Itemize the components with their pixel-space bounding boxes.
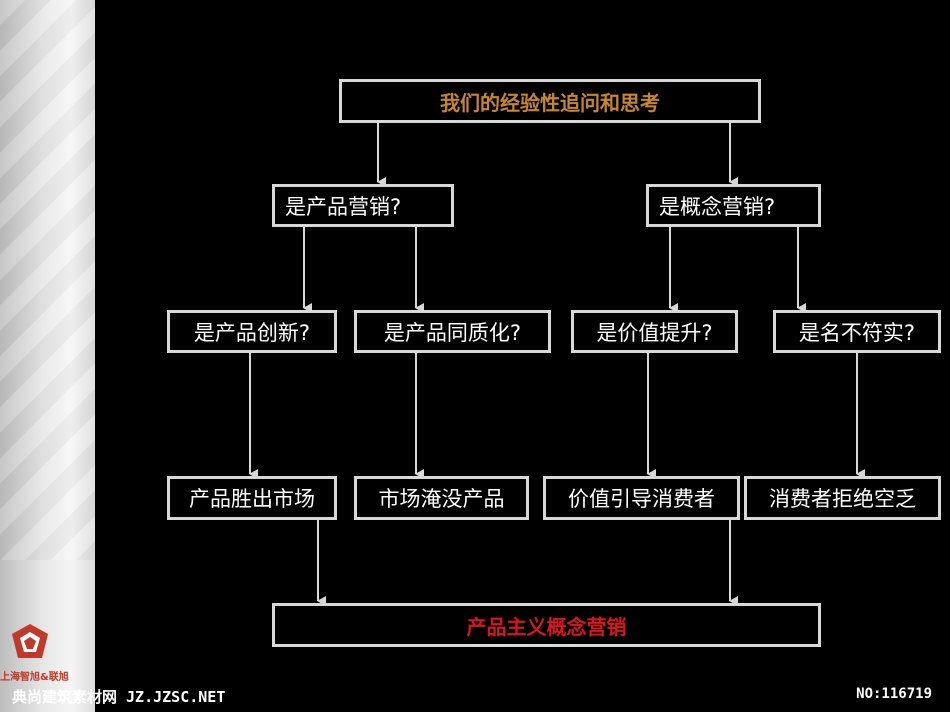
outcome-market-drowns: 市场淹没产品 <box>354 476 529 520</box>
branch-concept-marketing: 是概念营销? <box>646 184 821 227</box>
sidebar-pattern <box>0 0 95 560</box>
id-label: NO:116719 <box>856 686 932 702</box>
outcome-value-guides: 价值引导消费者 <box>543 476 740 520</box>
question-name-mismatch: 是名不符实? <box>773 310 941 353</box>
question-product-homogenization: 是产品同质化? <box>354 310 551 353</box>
company-logo-icon <box>12 624 48 658</box>
conclusion-box: 产品主义概念营销 <box>272 603 821 647</box>
sidebar-panel: 上海智旭&联旭 <box>0 0 95 712</box>
watermark-text: 典尚建筑素材网 JZ.JZSC.NET <box>12 688 226 706</box>
branch-product-marketing: 是产品营销? <box>272 184 454 227</box>
question-product-innovation: 是产品创新? <box>167 310 337 353</box>
logo-text: 上海智旭&联旭 <box>0 672 69 683</box>
root-question-box: 我们的经验性追问和思考 <box>339 79 761 123</box>
question-value-upgrade: 是价值提升? <box>571 310 738 353</box>
outcome-consumer-rejects: 消费者拒绝空乏 <box>744 476 941 520</box>
outcome-product-wins: 产品胜出市场 <box>167 476 337 520</box>
